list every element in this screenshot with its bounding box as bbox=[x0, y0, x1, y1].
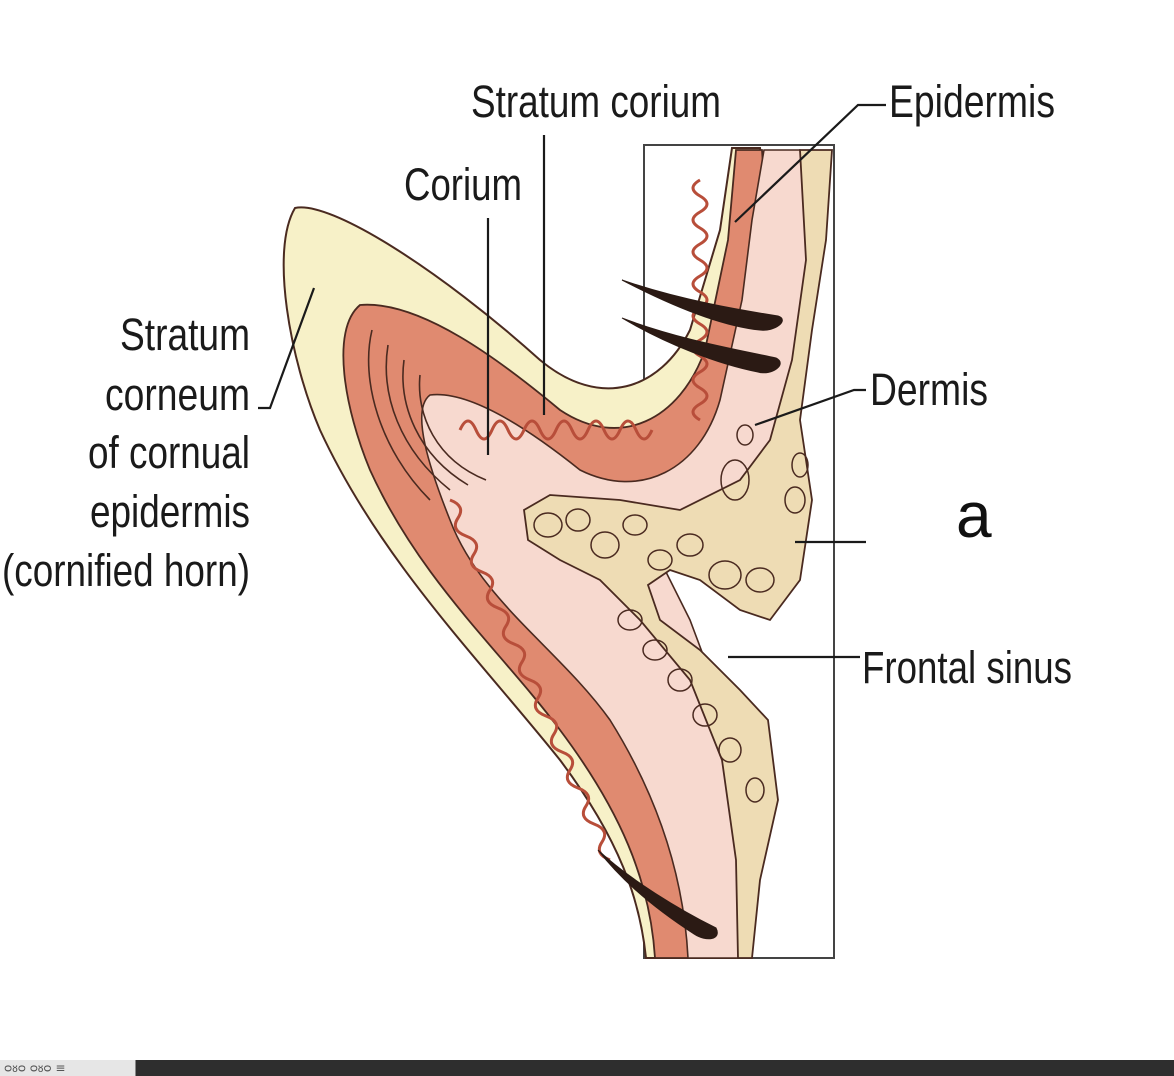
stratum-corneum-line-3: of cornual bbox=[88, 427, 250, 478]
stratum-corneum-line-4: epidermis bbox=[90, 486, 250, 537]
bone-layer bbox=[523, 149, 833, 959]
corium-papillae-lower bbox=[449, 498, 611, 862]
horn-laminae-lines bbox=[367, 329, 487, 501]
stratum-corium-label: Stratum corium bbox=[471, 76, 721, 127]
thumbnail-strip[interactable]: ᴑᴕᴑ ᴑᴕᴑ ≡ bbox=[0, 1060, 136, 1076]
epidermis-label: Epidermis bbox=[889, 76, 1055, 127]
stratum-corneum-line-1: Stratum bbox=[120, 309, 250, 360]
corium-label: Corium bbox=[404, 159, 522, 210]
bone-cells bbox=[533, 424, 809, 803]
dermis-label: Dermis bbox=[870, 364, 988, 415]
stratum-corneum-line-2: corneum bbox=[105, 369, 250, 420]
bottom-toolbar: ᴑᴕᴑ ᴑᴕᴑ ≡ bbox=[0, 1060, 1174, 1076]
hair-follicles bbox=[597, 279, 783, 940]
stratum-corneum-line-5: (cornified horn) bbox=[2, 545, 250, 596]
leader-lines bbox=[258, 103, 886, 659]
stratum-corneum-leader bbox=[258, 287, 316, 410]
dermis-leader bbox=[754, 388, 866, 427]
frontal-sinus-label: Frontal sinus bbox=[862, 642, 1072, 693]
epidermis-leader bbox=[734, 103, 886, 223]
stratum-corneum-label: Stratum corneum of cornual epidermis (co… bbox=[2, 309, 250, 596]
a-label: a bbox=[956, 479, 992, 551]
corium-papillae bbox=[458, 178, 709, 441]
